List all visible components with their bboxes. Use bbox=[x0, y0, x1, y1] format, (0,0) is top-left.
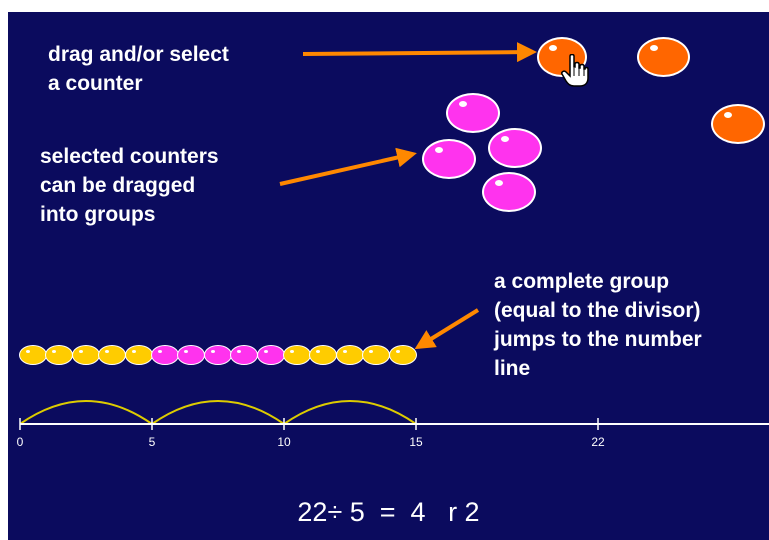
jump-arc bbox=[151, 400, 285, 425]
bead-shine bbox=[105, 350, 110, 353]
bead-shine bbox=[342, 350, 347, 353]
counter-shine bbox=[549, 45, 558, 52]
bead-shine bbox=[52, 350, 57, 353]
counter-shine bbox=[495, 180, 503, 187]
counter-orange[interactable] bbox=[637, 37, 690, 77]
bead-magenta bbox=[203, 345, 232, 365]
selected-counters-instruction: selected counters can be dragged into gr… bbox=[40, 145, 219, 226]
counter-selected[interactable] bbox=[488, 128, 542, 168]
bead-yellow bbox=[19, 345, 47, 365]
bead-magenta bbox=[151, 345, 179, 365]
counter-selected[interactable] bbox=[482, 172, 536, 212]
bead-yellow bbox=[124, 345, 153, 365]
tick-label-22: 22 bbox=[591, 435, 605, 449]
arrow-to-counter bbox=[302, 42, 537, 63]
bead-shine bbox=[184, 350, 189, 353]
bead-shine bbox=[290, 350, 294, 353]
bead-shine bbox=[26, 350, 30, 353]
arrow-to-selected-counters bbox=[279, 147, 417, 186]
hand-pointer-icon bbox=[561, 54, 589, 87]
bead-magenta bbox=[256, 345, 285, 365]
jump-arc bbox=[283, 400, 417, 425]
bead-yellow bbox=[98, 345, 127, 365]
bead-shine bbox=[263, 350, 268, 353]
counter-shine bbox=[459, 101, 467, 108]
bead-yellow bbox=[71, 345, 100, 365]
division-equation: 22÷ 5 = 4 r 2 bbox=[297, 497, 480, 527]
bead-shine bbox=[158, 350, 162, 353]
counter-shine bbox=[649, 45, 658, 52]
drag-select-instruction: drag and/or select a counter bbox=[48, 43, 229, 95]
counter-shine bbox=[724, 112, 732, 119]
jump-arc bbox=[19, 400, 153, 425]
bead-shine bbox=[369, 350, 374, 353]
tick-label-10: 10 bbox=[277, 435, 291, 449]
tick-label-15: 15 bbox=[409, 435, 423, 449]
bead-yellow bbox=[362, 345, 391, 365]
bead-shine bbox=[131, 350, 136, 353]
bead-shine bbox=[395, 350, 400, 353]
bead-yellow bbox=[335, 345, 364, 365]
number-line bbox=[19, 400, 769, 430]
bead-shine bbox=[237, 350, 242, 353]
counter-shine bbox=[501, 136, 509, 143]
counter-selected[interactable] bbox=[446, 93, 500, 133]
counter-orange[interactable] bbox=[711, 104, 765, 144]
counter-selected[interactable] bbox=[422, 139, 476, 179]
complete-group-instruction: a complete group (equal to the divisor) … bbox=[494, 270, 702, 380]
instruction-arrows bbox=[279, 42, 537, 350]
arrow-to-number-line bbox=[414, 308, 480, 350]
bead-yellow bbox=[283, 345, 311, 365]
bead-shine bbox=[210, 350, 215, 353]
bead-yellow bbox=[388, 345, 417, 365]
bead-shine bbox=[78, 350, 83, 353]
tick-label-5: 5 bbox=[148, 435, 156, 449]
bead-shine bbox=[316, 350, 321, 353]
division-activity-stage: drag and/or select a counter selected co… bbox=[8, 12, 769, 540]
bead-magenta bbox=[230, 345, 259, 365]
tick-label-0: 0 bbox=[16, 435, 24, 449]
counter-shine bbox=[435, 147, 443, 154]
